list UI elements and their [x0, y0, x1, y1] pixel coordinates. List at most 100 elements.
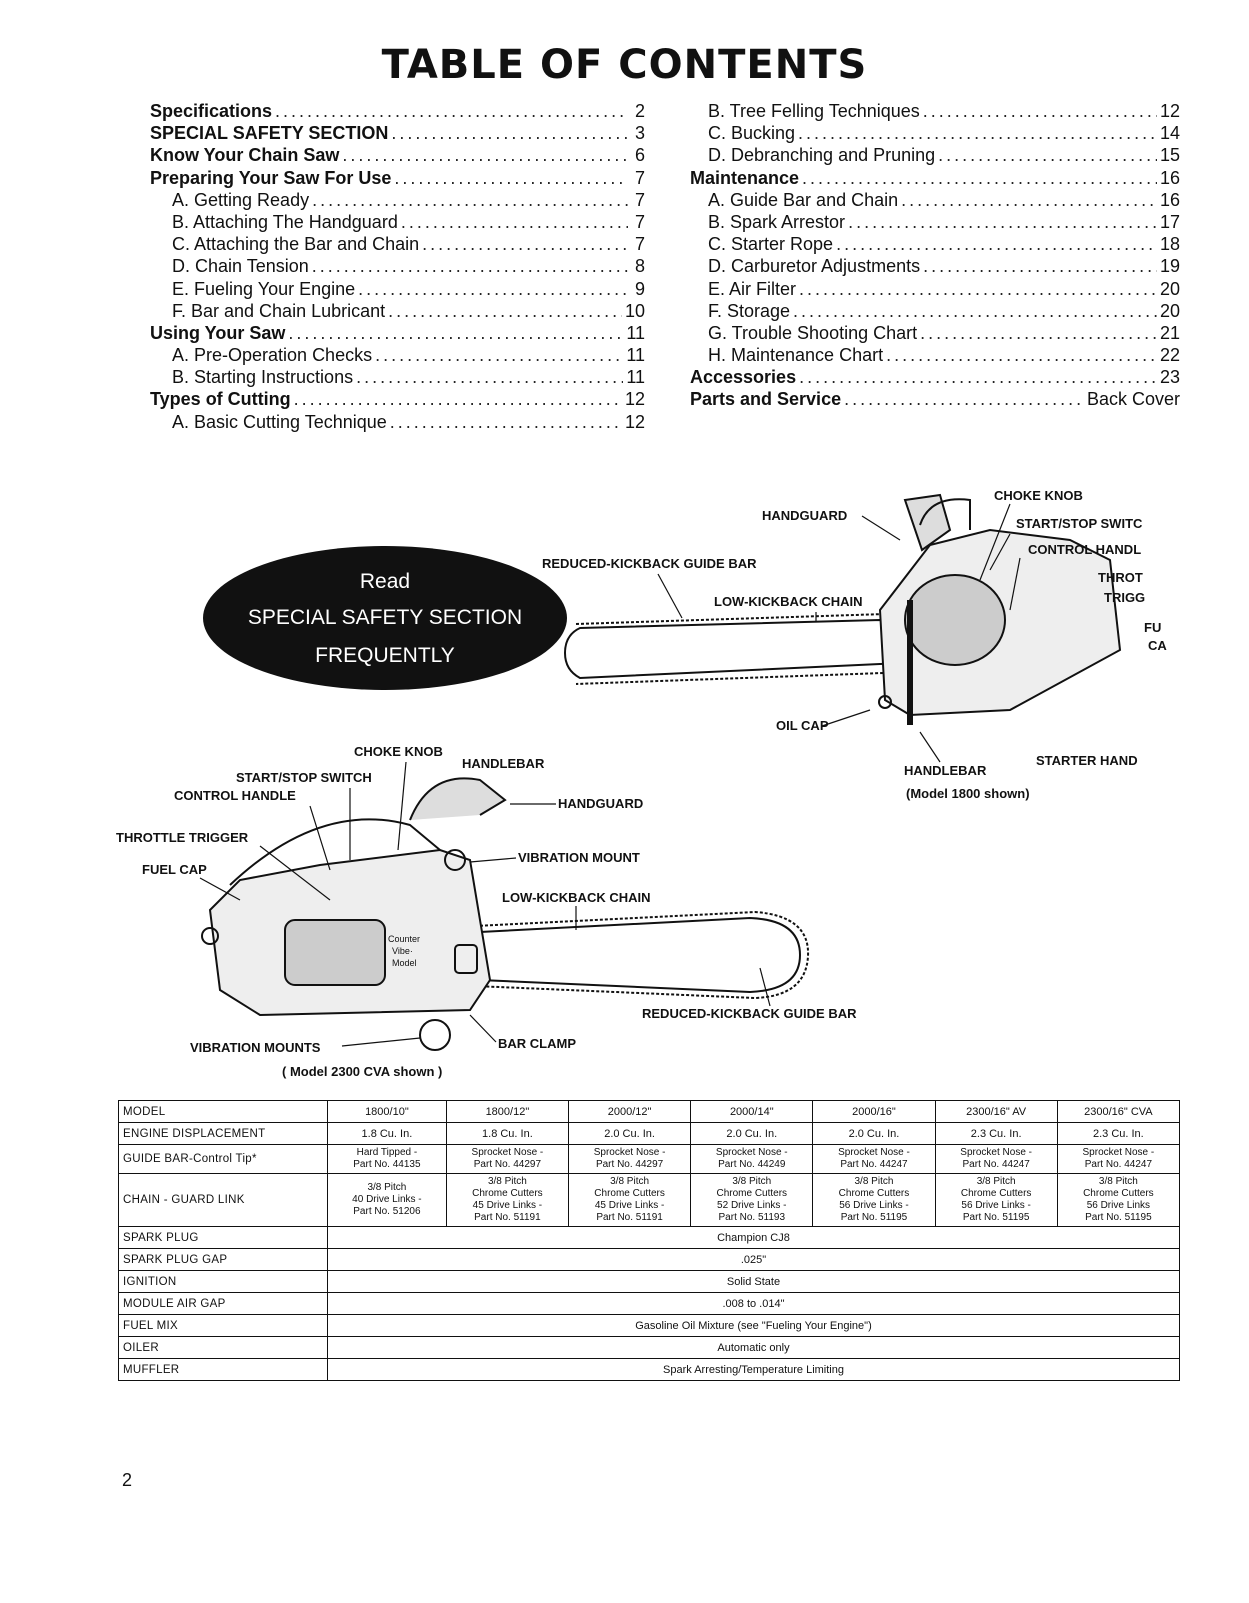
bottom-label-vibration-mounts: VIBRATION MOUNTS [190, 1040, 321, 1055]
bottom-leader-lines [199, 761, 771, 1047]
table-cell: 2.0 Cu. In. [567, 1122, 692, 1145]
toc-leader-dots [390, 411, 622, 433]
toc-leader-dots [358, 278, 628, 300]
toc-entry-page: 19 [1159, 256, 1180, 277]
table-cell-line: Chrome Cutters [716, 1188, 788, 1199]
toc-entry-title: B. Starting Instructions [172, 367, 354, 388]
chain-saw-diagram: Read SPECIAL SAFETY SECTION FREQUENTLY H… [116, 488, 1167, 1079]
toc-entry-title: E. Air Filter [708, 278, 797, 299]
table-cell-line: 52 Drive Links - [717, 1200, 787, 1211]
table-cell: 2000/14" [690, 1100, 814, 1123]
row-header: SPARK PLUG GAP [118, 1248, 328, 1271]
table-cell: Sprocket Nose -Part No. 44247 [1056, 1144, 1181, 1174]
table-cell-line: 45 Drive Links - [594, 1200, 665, 1211]
toc-entry-page: 20 [1159, 300, 1180, 321]
toc-entry: D. Carburetor Adjustments 19 [690, 255, 1180, 277]
toc-entry-page: 23 [1159, 367, 1180, 388]
toc-entry-title: D. Debranching and Pruning [708, 145, 936, 166]
toc-entry: D. Debranching and Pruning15 [690, 144, 1180, 166]
row-header: MODEL [118, 1100, 328, 1123]
table-cell: Sprocket Nose -Part No. 44249 [690, 1144, 814, 1174]
table-cell-line: 45 Drive Links - [472, 1200, 543, 1211]
toc-entry-title: Specifications [150, 101, 273, 121]
toc-leader-dots [799, 366, 1157, 388]
toc-entry-title: Maintenance [690, 167, 800, 188]
table-cell-line: Sprocket Nose - [1082, 1147, 1155, 1158]
counter-vibe-line-3: Model [392, 958, 417, 968]
toc-entry: E. Air Filter20 [690, 278, 1180, 300]
table-cell-line: Chrome Cutters [960, 1188, 1032, 1199]
counter-vibe-line-2: Vibe· [392, 946, 413, 956]
top-label-oil-cap: OIL CAP [776, 718, 829, 733]
top-label-fuel: FU [1144, 620, 1161, 635]
top-label-starter-handle: STARTER HAND [1036, 753, 1138, 768]
toc-entry-title: Accessories [690, 367, 797, 388]
table-cell-line: 56 Drive Links [1086, 1200, 1151, 1211]
row-header: ENGINE DISPLACEMENT [118, 1122, 328, 1145]
top-label-guide-bar: REDUCED-KICKBACK GUIDE BAR [542, 556, 757, 571]
toc-entry-page: 11 [626, 367, 645, 388]
top-label-control-handle: CONTROL HANDL [1028, 542, 1141, 557]
bottom-label-handlebar: HANDLEBAR [462, 756, 545, 771]
toc-right-column: B. Tree Felling Techniques12C. Bucking14… [690, 100, 1180, 411]
toc-leader-dots [799, 278, 1157, 300]
toc-entry-page: 11 [626, 345, 645, 366]
table-cell-line: Part No. 51195 [962, 1212, 1030, 1223]
toc-entry-title: D. Carburetor Adjustments [708, 256, 921, 277]
toc-entry: Using Your Saw11 [150, 322, 645, 344]
top-leader-lines [657, 503, 1021, 763]
toc-entry-page: 10 [624, 300, 645, 321]
table-cell-line: 3/8 Pitch [487, 1176, 527, 1187]
toc-leader-dots [923, 255, 1157, 277]
toc-entry-title: E. Fueling Your Engine [172, 278, 356, 299]
toc-entry: B. Attaching The Handguard7 [150, 211, 645, 233]
table-cell: Sprocket Nose -Part No. 44297 [445, 1144, 570, 1174]
table-cell-line: Part No. 51193 [718, 1212, 786, 1223]
toc-leader-dots [394, 167, 628, 189]
toc-entry-page: 12 [1159, 101, 1180, 121]
toc-leader-dots [901, 189, 1157, 211]
table-cell-merged: Solid State [327, 1270, 1180, 1293]
table-cell: 1800/10" [327, 1100, 447, 1123]
toc-leader-dots [388, 300, 622, 322]
bottom-label-bar-clamp: BAR CLAMP [498, 1036, 576, 1051]
toc-entry-title: A. Guide Bar and Chain [708, 189, 899, 210]
table-cell-line: Part No. 51191 [474, 1212, 541, 1223]
page-title: TABLE OF CONTENTS [381, 42, 868, 88]
safety-badge [203, 546, 567, 690]
bottom-label-control-handle: CONTROL HANDLE [174, 788, 296, 803]
table-cell-line: Chrome Cutters [1083, 1188, 1154, 1199]
toc-entry-page: 16 [1159, 167, 1180, 188]
toc-leader-dots [375, 344, 623, 366]
table-cell-merged: Automatic only [327, 1336, 1180, 1359]
bottom-label-choke-knob: CHOKE KNOB [354, 744, 443, 759]
table-cell-line: 3/8 Pitch [367, 1182, 407, 1193]
row-header: IGNITION [118, 1270, 328, 1293]
counter-vibe-line-1: Counter [388, 934, 420, 944]
toc-leader-dots [356, 366, 623, 388]
toc-entry: C. Bucking14 [690, 122, 1180, 144]
toc-entry: B. Starting Instructions 11 [150, 366, 645, 388]
table-cell-line: Part No. 44247 [1084, 1159, 1152, 1170]
table-cell: 2000/16" [812, 1100, 936, 1123]
toc-entry: Specifications2 [150, 100, 645, 122]
table-cell: 1800/12" [445, 1100, 570, 1123]
toc-entry: G. Trouble Shooting Chart21 [690, 322, 1180, 344]
table-cell-line: Chrome Cutters [838, 1188, 910, 1199]
bottom-label-throttle-trigger: THROTTLE TRIGGER [116, 830, 249, 845]
table-cell-line: 3/8 Pitch [1098, 1176, 1138, 1187]
toc-entry: Types of Cutting12 [150, 388, 645, 410]
table-cell: Sprocket Nose -Part No. 44297 [567, 1144, 692, 1174]
table-cell: Hard Tipped -Part No. 44135 [327, 1144, 447, 1174]
top-label-choke-knob: CHOKE KNOB [994, 488, 1083, 503]
table-cell-line: 3/8 Pitch [610, 1176, 650, 1187]
toc-entry-page: 9 [634, 278, 645, 299]
toc-leader-dots [848, 211, 1157, 233]
badge-line-1: Read [360, 570, 410, 593]
toc-entry-page: 7 [634, 167, 645, 188]
